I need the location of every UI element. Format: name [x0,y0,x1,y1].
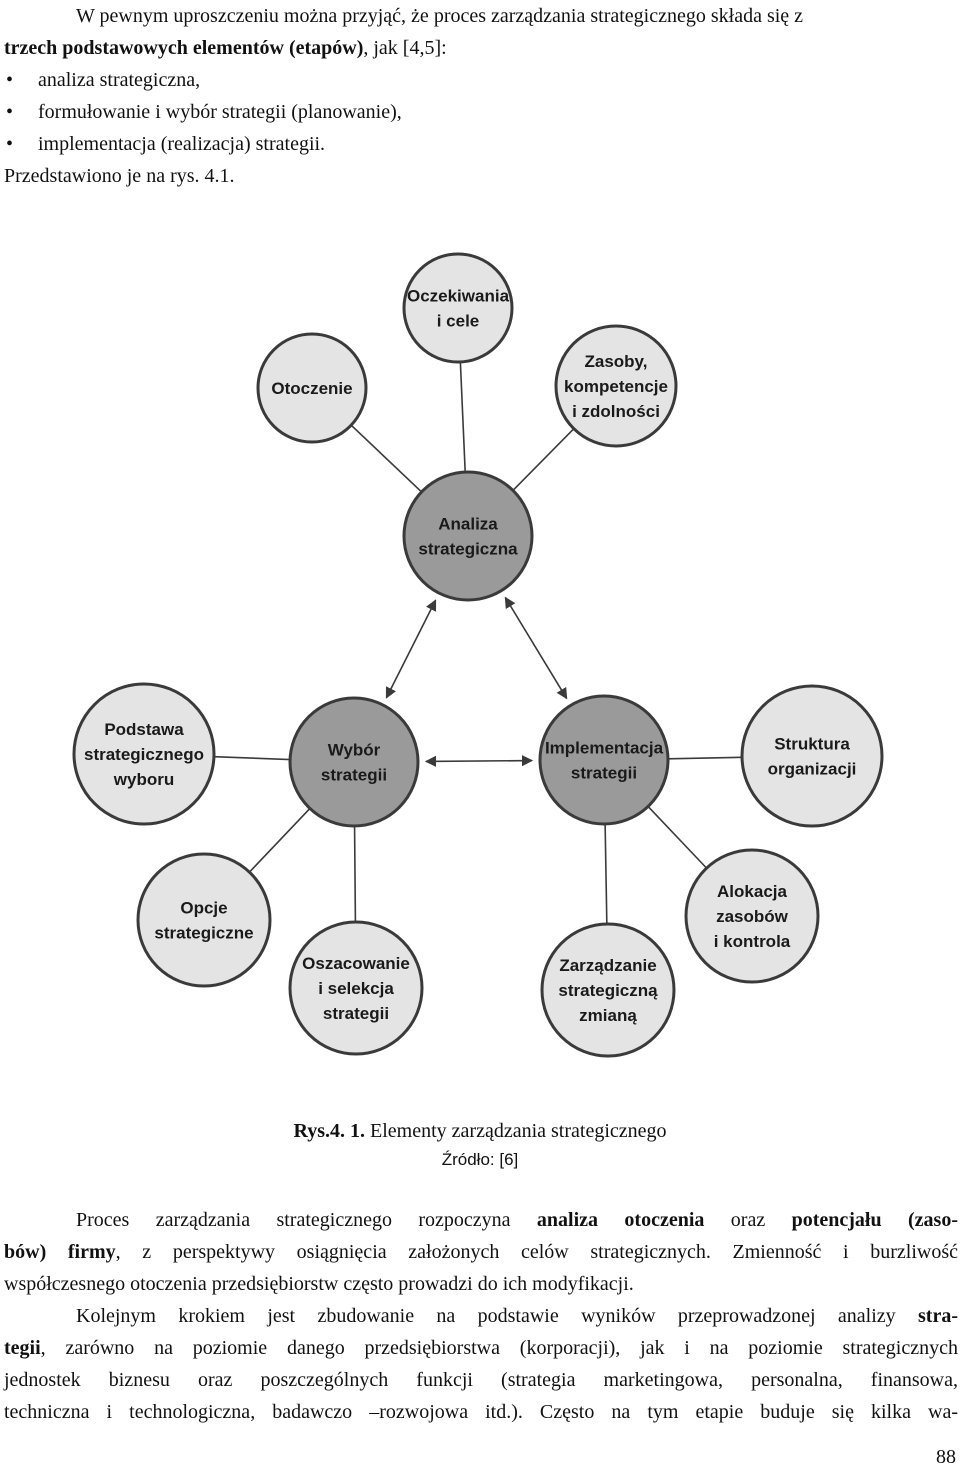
node-analiza: Analiza strategiczna [402,470,534,602]
node-label: i kontrola [714,932,791,951]
node-circle [288,920,424,1056]
node-label: strategicznego [84,745,204,764]
strategic-management-diagram: AnalizastrategicznaWybórstrategiiImpleme… [72,252,884,1058]
figure-caption: Rys.4. 1. Elementy zarządzania strategic… [0,1120,960,1143]
bidirectional-arrow [385,599,437,699]
node-label: strategii [321,765,387,784]
node-label: Analiza [438,514,498,533]
node-alokacja: Alokacja zasobów i kontrola [684,848,820,984]
node-label: i zdolności [572,402,660,421]
figure-source: Źródło: [6] [441,1150,519,1169]
para1-line-1: Proces zarządzania strategicznego rozpoc… [4,1204,958,1236]
node-oczekiwania: Oczekiwania i cele [402,252,514,364]
page-number: 88 [936,1446,956,1468]
node-label: Zasoby, [585,352,648,371]
node-circle [740,684,884,828]
node-implementacja: Implementacja strategii [538,694,670,826]
para2-line-3: jednostek biznesu oraz poszczególnych fu… [4,1369,958,1391]
node-wybor: Wybór strategii [288,696,420,828]
connector-line [350,424,423,493]
node-label: i selekcja [318,979,394,998]
node-circle [402,470,534,602]
node-circle [402,252,514,364]
node-label: zasobów [716,907,789,926]
bullet-text: analiza strategiczna, [38,69,201,91]
bold-span: potencjału (zaso- [791,1209,958,1231]
bullet-text: implementacja (realizacja) strategii. [38,133,326,155]
node-label: Oszacowanie [302,954,410,973]
figure-reference: Przedstawiono je na rys. 4.1. [4,165,235,187]
node-label: i cele [437,311,480,330]
text-span: oraz [704,1209,792,1231]
connector-line [213,755,291,761]
node-otoczenie: Otoczenie [256,332,368,444]
text-span: , z perspektywy osiągnięcia założonych c… [115,1241,959,1263]
para2-line-1: Kolejnym krokiem jest zbudowanie na pods… [4,1300,958,1332]
node-label: organizacji [768,759,857,778]
node-circle [136,852,272,988]
node-zarzadzanie: Zarządzanie strategiczną zmianą [540,922,676,1058]
connector-line [667,756,743,760]
intro-text: W pewnym uproszczeniu można przyjąć, że … [76,5,804,27]
bullet-icon: • [6,69,14,91]
connector-line [512,428,575,492]
bidirectional-arrow [504,596,568,700]
node-label: Zarządzanie [559,956,656,975]
text-span: , zarówno na poziomie danego przedsiębio… [40,1337,958,1359]
node-label: Alokacja [717,882,787,901]
node-label: Opcje [180,898,227,917]
text-span: Proces zarządzania strategicznego rozpoc… [76,1209,537,1231]
para1-line-2: bów) firmy, z perspektywy osiągnięcia za… [4,1236,958,1268]
bold-span: stra- [918,1305,958,1327]
intro-line-1: W pewnym uproszczeniu można przyjąć, że … [4,0,958,32]
node-label: strategiczne [154,923,253,942]
intro-line-2: trzech podstawowych elementów (etapów), … [4,32,958,64]
bullet-icon: • [6,101,14,123]
node-opcje: Opcje strategiczne [136,852,272,988]
connector-line [248,807,311,873]
node-zasoby: Zasoby, kompetencje i zdolności [554,324,678,448]
connector-line [459,361,466,473]
node-label: zmianą [579,1006,637,1025]
node-circle [554,324,678,448]
node-label: Implementacja [545,738,664,757]
figure-label: Rys.4. 1. [293,1120,366,1142]
connector-line [647,805,708,869]
node-label: Wybór [328,740,381,759]
figure-title: Elementy zarządzania strategicznego [370,1120,667,1142]
node-oszacowanie: Oszacowanie i selekcja strategii [288,920,424,1056]
para2-line-2: tegii, zarówno na poziomie danego przeds… [4,1332,958,1364]
node-circle [540,922,676,1058]
node-label: strategii [571,763,637,782]
node-circle [72,682,216,826]
bullet-icon: • [6,133,14,155]
node-label: wyboru [113,770,174,789]
node-label: strategiczną [558,981,658,1000]
node-label: Podstawa [104,720,184,739]
intro-bold-phrase: trzech podstawowych elementów (etapów) [4,37,364,59]
node-podstawa: Podstawa strategicznego wyboru [72,682,216,826]
intro-citation: , jak [4,5]: [363,37,447,59]
connector-line [353,825,357,923]
node-circle [288,696,420,828]
node-label: kompetencje [564,377,668,396]
connector-line [604,823,608,925]
text-span: Kolejnym krokiem jest zbudowanie na pods… [76,1305,919,1327]
node-label: Otoczenie [271,379,352,398]
para1-line-3: współczesnego otoczenia przedsiębiorstw … [4,1273,634,1295]
node-label: Oczekiwania [407,286,510,305]
node-label: strategiczna [418,539,518,558]
node-circle [538,694,670,826]
node-circle [256,332,368,444]
para2-line-4: techniczna i technologiczna, badawczo –r… [4,1401,958,1423]
node-struktura: Struktura organizacji [740,684,884,828]
bold-span: analiza otoczenia [536,1209,705,1231]
node-label: strategii [323,1004,389,1023]
bullet-text: formułowanie i wybór strategii (planowan… [38,101,402,123]
node-label: Struktura [774,734,850,753]
bold-span: bów) firmy [4,1241,116,1263]
bidirectional-arrow [424,755,534,767]
node-circle [684,848,820,984]
bold-span: tegii [4,1337,41,1359]
